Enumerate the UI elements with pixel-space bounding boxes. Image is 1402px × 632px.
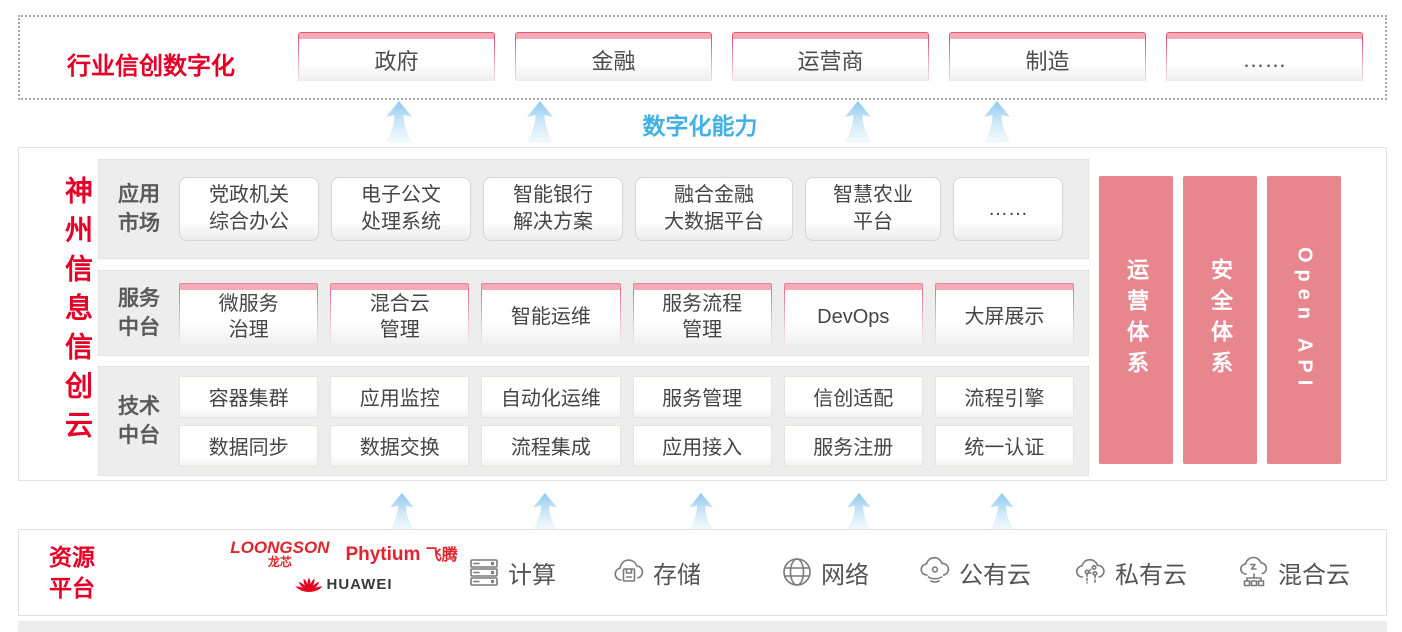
industry-chip-label: 制造 (1025, 49, 1070, 74)
app-market-row: 应用 市场 党政机关综合办公 电子公文处理系统 智能银行解决方案 融合金融大数据… (98, 159, 1089, 259)
card-top-strip (179, 282, 319, 290)
app-card: 智能银行解决方案 (483, 177, 623, 241)
storage-icon (614, 559, 644, 582)
card-top-strip (632, 282, 772, 290)
up-arrow-icon (846, 492, 872, 532)
up-arrow-icon (389, 492, 415, 532)
resource-platform-title: 资源 平台 (49, 544, 95, 601)
app-market-cards: 党政机关综合办公 电子公文处理系统 智能银行解决方案 融合金融大数据平台 智慧农… (179, 177, 1088, 241)
resource-platform-panel: 资源 平台 LOONGSON 龙芯 Phytium 飞腾 (18, 529, 1387, 616)
up-arrow-icon (989, 492, 1015, 532)
sidebar-open-api: Open API (1267, 176, 1341, 464)
tech-card: 数据同步 (179, 424, 319, 467)
up-arrow-icon (688, 492, 714, 532)
service-platform-row: 服务 中台 微服务治理 混合云管理 智能运维 服务流程管理 DevOps (98, 270, 1089, 356)
app-card: 智慧农业平台 (805, 177, 941, 241)
app-card-more: …… (953, 177, 1063, 241)
up-arrow-icon (526, 101, 554, 143)
resource-item-public-cloud: 公有云 (917, 554, 1031, 590)
service-card: 微服务治理 (179, 282, 319, 344)
cloud-platform-panel: 神州信息信创云 应用 市场 党政机关综合办公 电子公文处理系统 智能银行解决方案… (18, 147, 1387, 481)
up-arrow-icon (532, 492, 558, 532)
industry-chip-more: …… (1166, 32, 1363, 81)
chip-top-strip (515, 32, 712, 39)
industry-panel-title: 行业信创数字化 (67, 53, 235, 80)
tech-card: 服务管理 (632, 375, 772, 418)
industry-chip-operator: 运营商 (732, 32, 929, 81)
tech-platform-cards: 容器集群 应用监控 自动化运维 服务管理 信创适配 流程引擎 数据同步 数据交换… (179, 375, 1088, 467)
card-top-strip (783, 282, 923, 290)
network-icon (783, 558, 811, 586)
chip-top-strip (1166, 32, 1363, 39)
up-arrow-icon (385, 101, 413, 143)
industry-chip-label: 金融 (591, 49, 636, 74)
card-top-strip (934, 282, 1075, 290)
platform-vertical-title: 神州信息信创云 (62, 176, 93, 449)
resource-item-private-cloud: 私有云 (1073, 554, 1187, 590)
chip-top-strip (949, 32, 1146, 39)
industry-chip-label: 政府 (374, 49, 419, 74)
industry-chip-manufacturing: 制造 (949, 32, 1146, 81)
tech-platform-row: 技术 中台 容器集群 应用监控 自动化运维 服务管理 信创适配 流程引擎 数据同… (98, 366, 1089, 476)
huawei-flower-icon (295, 577, 322, 592)
tech-card: 容器集群 (179, 375, 319, 418)
huawei-logo: HUAWEI (204, 575, 484, 593)
up-arrow-icon (983, 101, 1011, 143)
sidebar-security-system: 安全体系 (1183, 176, 1257, 464)
card-top-strip (330, 282, 470, 290)
service-card: 服务流程管理 (632, 282, 772, 344)
service-card: 大屏展示 (934, 282, 1075, 344)
tech-card: 应用接入 (632, 424, 772, 467)
row-label-tech-platform: 技术 中台 (118, 395, 160, 447)
resource-item-hybrid-cloud: 混合云 (1236, 554, 1350, 590)
industry-chip-label: …… (1242, 47, 1287, 72)
tech-card: 流程集成 (481, 424, 621, 467)
sidebar-operation-system: 运营体系 (1099, 176, 1173, 464)
up-arrow-icon (844, 101, 872, 143)
row-label-service-platform: 服务 中台 (118, 287, 160, 339)
loongson-logo: LOONGSON 龙芯 (230, 538, 330, 569)
digital-capability-label: 数字化能力 (642, 113, 758, 139)
chip-top-strip (298, 32, 495, 39)
service-card: 智能运维 (481, 282, 621, 344)
chip-top-strip (732, 32, 929, 39)
public-cloud-icon (920, 556, 950, 583)
tech-card: 信创适配 (783, 375, 923, 418)
phytium-logo: Phytium 飞腾 (345, 544, 458, 565)
private-cloud-icon (1075, 558, 1105, 584)
app-card: 党政机关综合办公 (179, 177, 319, 241)
service-card: 混合云管理 (330, 282, 470, 344)
bottom-edge-strip (18, 621, 1387, 632)
tech-card: 服务注册 (783, 424, 923, 467)
row-label-app-market: 应用 市场 (118, 183, 160, 235)
tech-card: 统一认证 (934, 424, 1074, 467)
industry-button-row: 政府 金融 运营商 制造 …… (298, 32, 1363, 81)
hybrid-cloud-icon (1240, 556, 1268, 587)
resource-item-network: 网络 (779, 554, 869, 590)
resource-item-compute: 计算 (466, 554, 556, 590)
industry-chip-label: 运营商 (797, 49, 864, 74)
industry-digitalization-panel: 行业信创数字化 政府 金融 运营商 制造 …… (18, 15, 1387, 100)
industry-chip-finance: 金融 (515, 32, 712, 81)
service-card: DevOps (783, 282, 923, 344)
tech-card: 数据交换 (330, 424, 470, 467)
industry-chip-government: 政府 (298, 32, 495, 81)
service-platform-cards: 微服务治理 混合云管理 智能运维 服务流程管理 DevOps 大屏展示 (179, 282, 1088, 344)
app-card: 融合金融大数据平台 (635, 177, 793, 241)
resource-item-storage: 存储 (611, 554, 701, 590)
card-top-strip (481, 282, 621, 290)
tech-card: 流程引擎 (934, 375, 1074, 418)
app-card: 电子公文处理系统 (331, 177, 471, 241)
tech-card: 自动化运维 (481, 375, 621, 418)
vendor-logos: LOONGSON 龙芯 Phytium 飞腾 HUAWEI (204, 539, 484, 593)
tech-card: 应用监控 (330, 375, 470, 418)
compute-icon (470, 559, 498, 586)
